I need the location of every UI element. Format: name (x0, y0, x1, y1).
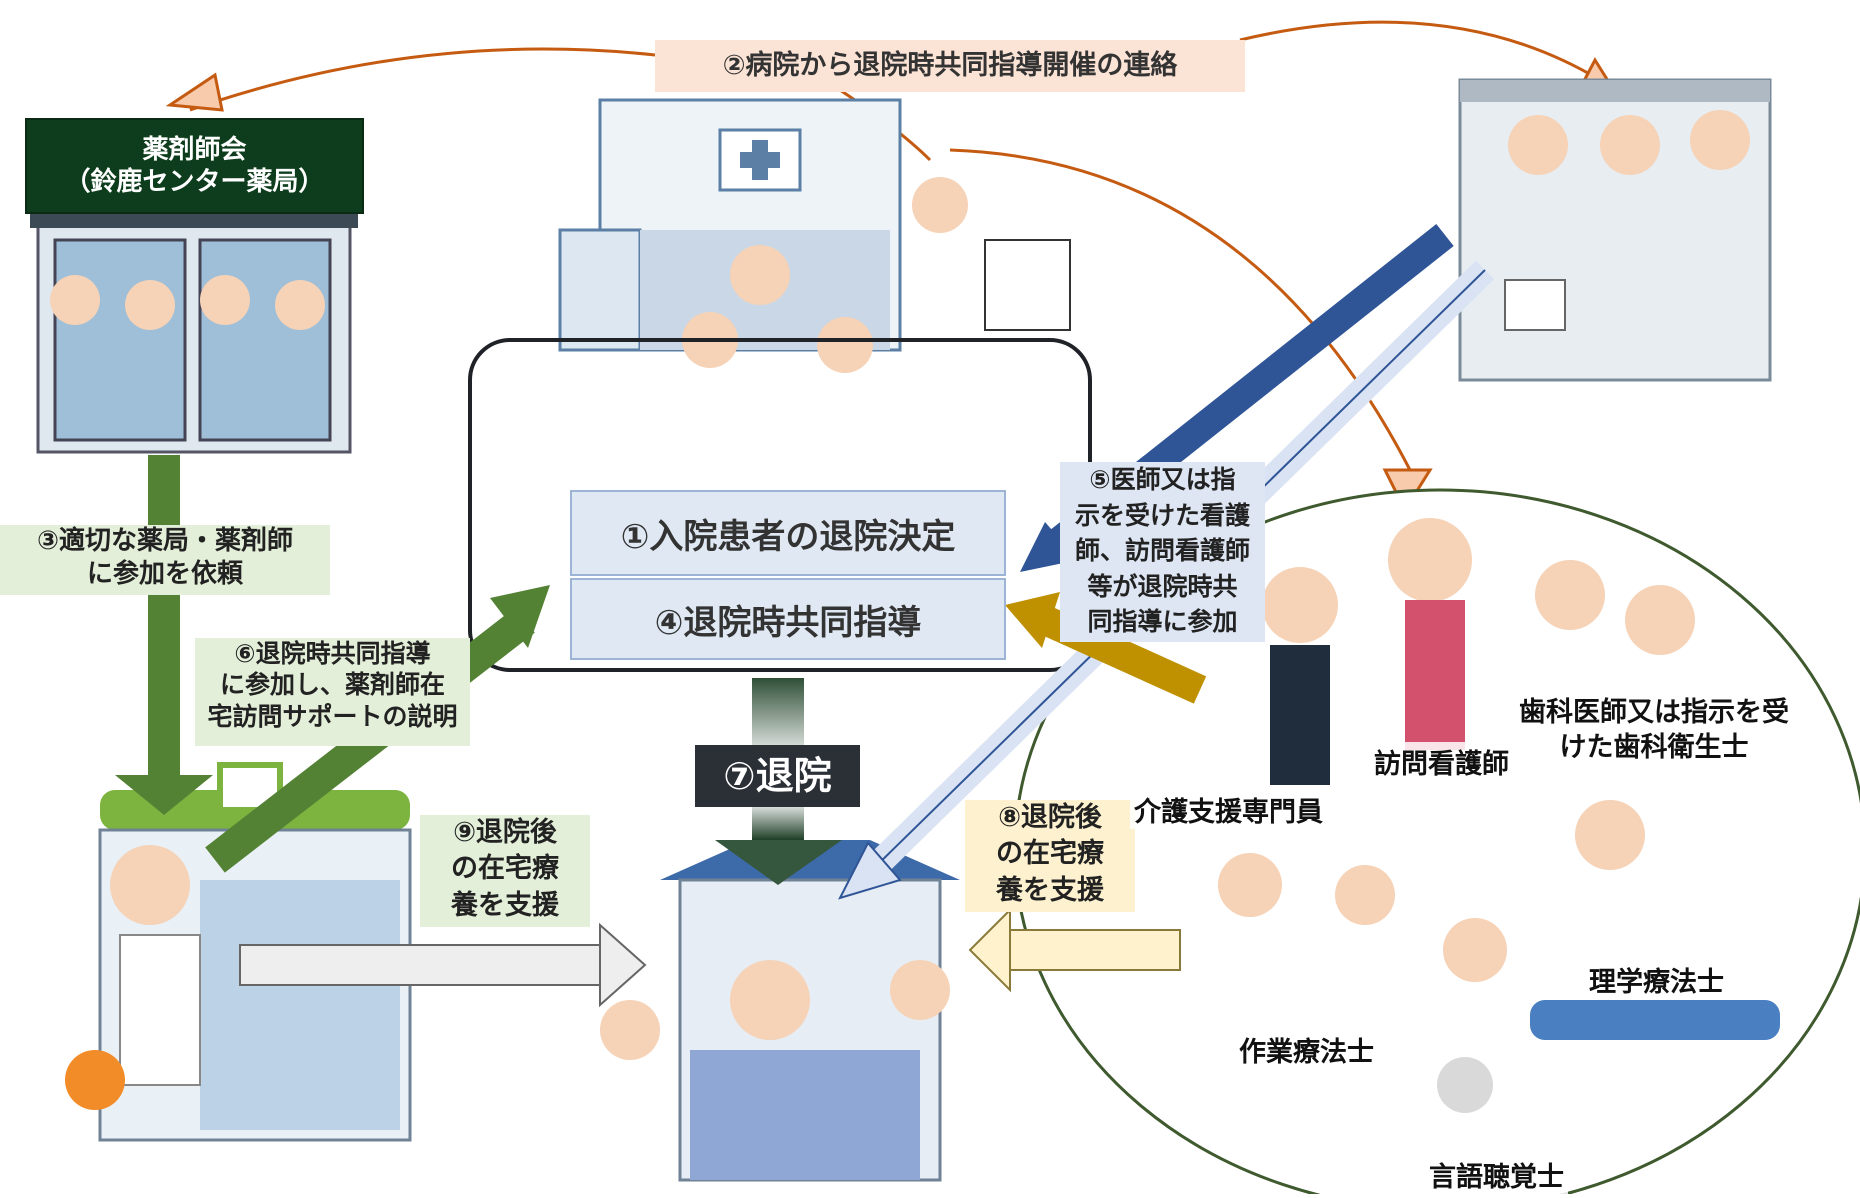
care-team-people (1218, 518, 1780, 1113)
step5-label: ⑤医師又は指 示を受けた看護 師、訪問看護師 等が退院時共 同指導に参加 (1060, 462, 1265, 642)
resting-patient (1530, 1000, 1780, 1040)
step3-line-2: に参加を依頼 (86, 558, 243, 589)
role-dentist: 歯科医師又は指示を受 けた歯科衛生士 (1515, 695, 1793, 766)
patient-face (730, 245, 790, 305)
role-dentist-line-2: けた歯科衛生士 (1559, 732, 1749, 764)
step3-label: ③適切な薬局・薬剤師 に参加を依頼 (0, 525, 330, 595)
step9-line-2: の在宅療 (451, 853, 559, 885)
staff-face-3 (200, 275, 250, 325)
visiting-doctor-face (890, 960, 950, 1020)
step5-line-3: 師、訪問看護師 (1074, 536, 1250, 565)
pharmacist-association-subtitle: （鈴鹿センター薬局） (64, 167, 325, 197)
role-home-nurse: 訪問看護師 (1370, 742, 1513, 781)
staff-face-4 (275, 280, 325, 330)
care-manager-face (1262, 567, 1338, 643)
staff-face-1 (50, 275, 100, 325)
pharmacist-association-title: 薬剤師会 (142, 134, 247, 165)
clinic-staff-face-3 (1690, 110, 1750, 170)
step3-line-1: ③適切な薬局・薬剤師 (36, 526, 293, 556)
step9-line-1: ⑨退院後 (453, 817, 557, 848)
role-occupational-therapist: 作業療法士 (1235, 1030, 1378, 1069)
arrowhead-to-pharmacy-association (165, 72, 224, 112)
step9-arrow (239, 922, 647, 1008)
staff-face-2 (125, 280, 175, 330)
step8-line-1: ⑧退院後 (998, 802, 1102, 833)
clinic-staff-face-2 (1600, 115, 1660, 175)
step1-box: ①入院患者の退院決定 (570, 490, 1006, 576)
occupational-therapist-face (1335, 865, 1395, 925)
home-care-clinic (1458, 78, 1772, 382)
step6-line-1: ⑥退院時共同指導 (234, 639, 431, 668)
step5-line-4: 等が退院時共 (1087, 571, 1238, 601)
dentist-face (1625, 585, 1695, 655)
step5-line-1: ⑤医師又は指 (1089, 465, 1236, 494)
hospital-building (558, 98, 1071, 373)
visiting-pharmacist-face (600, 1000, 660, 1060)
home-nurse-face (1388, 518, 1472, 602)
patient-home (600, 840, 960, 1182)
step6-label: ⑥退院時共同指導 に参加し、薬剤師在 宅訪問サポートの説明 (195, 638, 470, 746)
role-speech-therapist: 言語聴覚士 (1425, 1155, 1568, 1194)
pharmacist-association-header: 薬剤師会 （鈴鹿センター薬局） (25, 118, 364, 214)
step7-label: ⑦退院 (695, 745, 860, 807)
clinic-staff-face-1 (1508, 115, 1568, 175)
coordinator-face (912, 177, 968, 233)
step2-label: ②病院から退院時共同指導開催の連絡 (655, 40, 1245, 92)
step8-arrow (968, 907, 1181, 993)
dental-hygienist-face (1535, 560, 1605, 630)
ot-patient-face (1218, 853, 1282, 917)
role-care-manager: 介護支援専門員 (1130, 790, 1327, 829)
step9-label: ⑨退院後 の在宅療 養を支援 (420, 815, 590, 927)
step6-line-3: 宅訪問サポートの説明 (207, 701, 458, 731)
pharmacy-association-building (30, 210, 358, 454)
speech-patient-face (1437, 1057, 1493, 1113)
local-pharmacy (65, 762, 412, 1142)
bed (690, 1050, 920, 1180)
hospital-doctor-face (817, 317, 873, 373)
step8-line-3: 養を支援 (996, 874, 1104, 906)
step5-line-2: 示を受けた看護 (1074, 500, 1250, 530)
step8-line-2: の在宅療 (996, 838, 1104, 870)
physical-therapist-face (1575, 800, 1645, 870)
mascot-figure (65, 1050, 125, 1110)
role-physical-therapist: 理学療法士 (1585, 960, 1728, 999)
step6-line-2: に参加し、薬剤師在 (219, 670, 445, 700)
pharmacist-coat (119, 934, 201, 1086)
pharmacist-face (110, 845, 190, 925)
step5-line-5: 同指導に参加 (1087, 607, 1238, 636)
medical-bag (1504, 279, 1566, 331)
speech-therapist-face (1443, 918, 1507, 982)
home-patient-face (730, 960, 810, 1040)
step4-box: ④退院時共同指導 (570, 578, 1006, 660)
role-dentist-line-1: 歯科医師又は指示を受 (1519, 697, 1789, 728)
fax-machine (984, 239, 1071, 331)
step9-line-3: 養を支援 (451, 889, 559, 921)
step3-arrow (115, 455, 213, 815)
step8-label: ⑧退院後 の在宅療 養を支援 (965, 800, 1135, 912)
